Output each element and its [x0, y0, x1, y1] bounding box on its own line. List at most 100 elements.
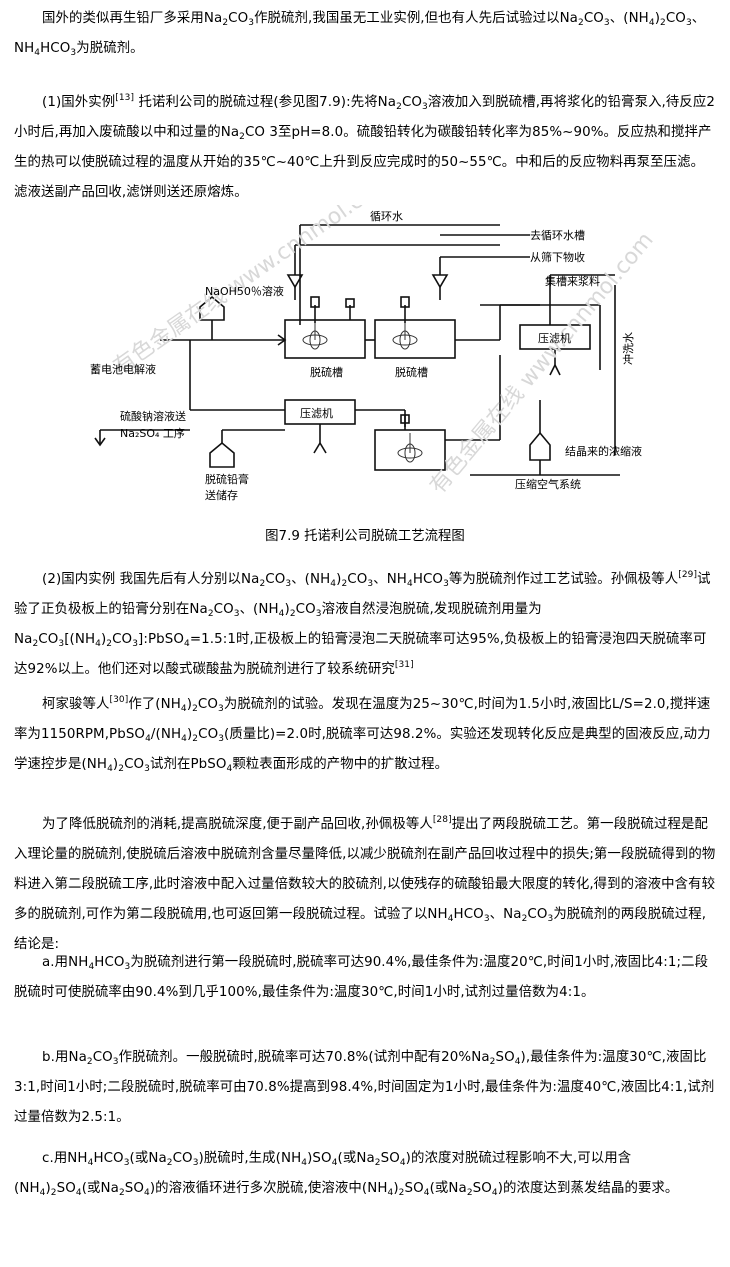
text: )脱硫时,生成(NH	[198, 1151, 302, 1166]
text: CO	[228, 11, 249, 26]
text: 作脱硫剂。一般脱硫时,脱硫率可达70.8%(试剂中配有20%Na	[118, 1050, 490, 1065]
ke-jiajun-paragraph: 柯家骏等人[30]作了(NH4)2CO3为脱硫剂的试验。发现在温度为25~30℃…	[14, 690, 716, 780]
subscript: 2	[578, 18, 584, 28]
subscript: 3	[547, 914, 554, 924]
text: (或Na	[429, 1181, 467, 1196]
text: (或Na	[337, 1151, 375, 1166]
subscript: 2	[396, 102, 402, 112]
label-wash-water: 冲洗水	[621, 332, 635, 365]
text: SO	[380, 1151, 400, 1166]
subscript: 4	[387, 1188, 394, 1198]
label-from-screen: 从筛下物收	[530, 250, 585, 264]
text: CO	[527, 907, 548, 922]
subscript: 3	[285, 579, 292, 589]
text: 为脱硫剂进行第一段脱硫时,脱硫率可达90.4%,最佳条件为:温度20℃,时间1小…	[14, 955, 709, 1000]
subscript: 2	[222, 18, 229, 28]
subscript: 4	[39, 1188, 46, 1198]
text: 、NH	[14, 11, 706, 56]
text: CO	[347, 572, 368, 587]
text: 溶液自然浸泡脱硫,发现脱硫剂用量为Na	[14, 602, 542, 647]
subscript: 3	[367, 579, 374, 589]
text: SO	[495, 1050, 515, 1065]
conclusion-a-paragraph: a.用NH4HCO3为脱硫剂进行第一段脱硫时,脱硫率可达90.4%,最佳条件为:…	[14, 948, 716, 1008]
text: )SO	[307, 1151, 332, 1166]
text: 、(NH	[239, 602, 279, 617]
subscript: 4	[648, 18, 655, 28]
text: a.用NH	[42, 955, 89, 970]
text: )	[112, 757, 119, 772]
subscript: 4	[399, 1158, 406, 1168]
text: 、(NH	[609, 11, 649, 26]
text: b.用Na	[42, 1050, 87, 1065]
subscript: 4	[34, 48, 41, 58]
conclusion-b-paragraph: b.用Na2CO3作脱硫剂。一般脱硫时,脱硫率可达70.8%(试剂中配有20%N…	[14, 1043, 716, 1133]
text: HCO	[412, 572, 444, 587]
text: 托诺利公司的脱硫过程(参见图7.9):先将Na	[134, 95, 397, 110]
subscript: 4	[145, 734, 151, 744]
subscript: 4	[87, 1158, 94, 1168]
text: )的浓度对脱硫过程影响不大,可以用含(NH	[14, 1151, 632, 1196]
subscript: 4	[107, 764, 113, 774]
text: /(NH	[150, 727, 182, 742]
subscript: 4	[278, 609, 285, 619]
text: SO	[124, 1181, 145, 1196]
text: )	[100, 632, 107, 647]
subscript: 2	[192, 704, 198, 714]
text: (或Na	[81, 1181, 119, 1196]
subscript: 2	[106, 639, 113, 649]
text: HCO	[94, 955, 125, 970]
text: 试剂在PbSO	[149, 757, 227, 772]
subscript: 2	[118, 764, 125, 774]
text: HCO	[40, 41, 71, 56]
text: 、(NH	[291, 572, 331, 587]
text: 为脱硫剂的试验。发现在温度为25~30℃,时间为1.5小时,液固比L/S=2.0…	[14, 697, 711, 742]
text: 、Na	[489, 907, 522, 922]
subscript: 3	[192, 1158, 199, 1168]
subscript: 3	[483, 914, 490, 924]
subscript: 2	[50, 1188, 57, 1198]
subscript: 4	[491, 1188, 498, 1198]
text: HCO	[93, 1151, 124, 1166]
subscript: 4	[447, 914, 454, 924]
subscript: 3	[112, 1057, 119, 1067]
subscript: 2	[207, 609, 214, 619]
subscript: 4	[330, 579, 337, 589]
text: HCO	[453, 907, 484, 922]
subscript: 2	[341, 579, 348, 589]
subscript: 3	[70, 48, 77, 58]
text: 等为脱硫剂作过工艺试验。孙佩极等人	[448, 572, 679, 587]
subscript: 2	[466, 1188, 473, 1198]
subscript: 3	[603, 18, 610, 28]
label-na2so4-1: 硫酸钠溶液送	[120, 409, 186, 423]
intro-paragraph: 国外的类似再生铅厂多采用Na2CO3作脱硫剂,我国虽无工业实例,但也有人先后试验…	[14, 4, 716, 64]
subscript: 3	[422, 102, 428, 112]
citation: [28]	[432, 815, 452, 825]
text: (或Na	[129, 1151, 167, 1166]
text: )	[186, 727, 193, 742]
text: CO	[124, 757, 145, 772]
subscript: 2	[239, 132, 245, 142]
text: 国外的类似再生铅厂多采用Na	[42, 11, 223, 26]
subscript: 3	[132, 639, 139, 649]
text: 试验了正负极板上的铅膏分别在Na	[14, 572, 711, 617]
figure-caption: 图7.9 托诺利公司脱硫工艺流程图	[265, 529, 465, 544]
text: CO	[265, 572, 286, 587]
text: SO	[472, 1181, 492, 1196]
text: 溶液加入到脱硫槽,再将浆化的铅膏泵入,待反应2小时后,再加入废硫酸以中和过量的N…	[14, 95, 716, 140]
subscript: 2	[521, 914, 528, 924]
text: CO	[112, 632, 133, 647]
label-naoh: NaOH50％溶液	[205, 284, 284, 298]
label-battery-electrolyte: 蓄电池电解液	[90, 362, 156, 376]
citation: [13]	[115, 93, 135, 103]
label-filter-press-left: 压滤机	[300, 406, 333, 420]
text: ),最佳条件为:温度30℃,液固比3:1,时间1小时;二段脱硫时,脱硫率可由70…	[14, 1050, 715, 1125]
text: )	[654, 11, 661, 26]
text: CO 3至pH=8.0。硫酸铅转化为碳酸铅转化率为85%~90%。反应热和搅拌产…	[14, 125, 712, 200]
text: 颗粒表面形成的产物中的扩散过程。	[232, 757, 449, 772]
label-paste-storage-1: 脱硫铅膏	[205, 472, 249, 486]
text: )	[284, 602, 290, 617]
foreign-example-paragraph: (1)国外实例[13] 托诺利公司的脱硫过程(参见图7.9):先将Na2CO3溶…	[14, 88, 716, 208]
subscript: 3	[248, 18, 255, 28]
label-tank-slurry: 集槽来浆料	[545, 274, 600, 288]
